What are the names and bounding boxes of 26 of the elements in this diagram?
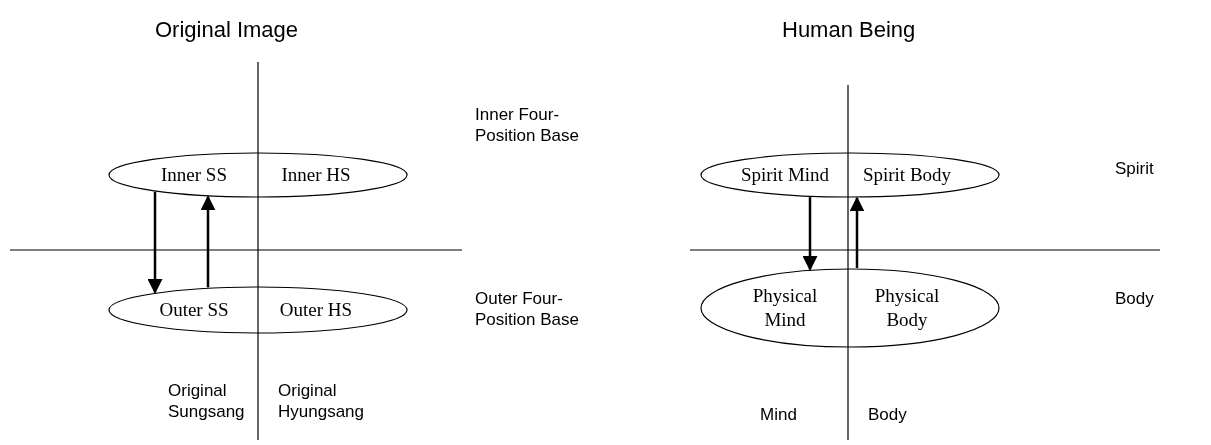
arrow: [849, 196, 865, 269]
row-label: Spirit: [1115, 158, 1155, 179]
row-label: Inner Four-Position Base: [475, 104, 580, 146]
ellipse-node: [700, 152, 1000, 198]
node-text: Inner SS: [160, 163, 228, 187]
arrow: [147, 191, 163, 295]
node-text: Spirit Body: [861, 163, 953, 187]
panel-title: Original Image: [155, 16, 300, 44]
node-text: Physical Body: [873, 284, 941, 332]
node-text: Outer HS: [278, 298, 354, 322]
arrow: [802, 197, 818, 271]
column-label: Original Sungsang: [168, 380, 246, 422]
node-text: Inner HS: [280, 163, 352, 187]
column-label: Body: [868, 404, 908, 425]
ellipse-node: [700, 268, 1000, 348]
row-label: Outer Four-Position Base: [475, 288, 580, 330]
node-text: Outer SS: [158, 298, 230, 322]
column-label: Mind: [760, 404, 798, 425]
arrow: [200, 195, 216, 288]
ellipse-node: [108, 152, 408, 198]
ellipse-node: [108, 286, 408, 334]
column-label: Original Hyungsang: [278, 380, 365, 422]
row-label: Body: [1115, 288, 1155, 309]
node-text: Physical Mind: [751, 284, 819, 332]
panel-title: Human Being: [782, 16, 917, 44]
node-text: Spirit Mind: [739, 163, 831, 187]
